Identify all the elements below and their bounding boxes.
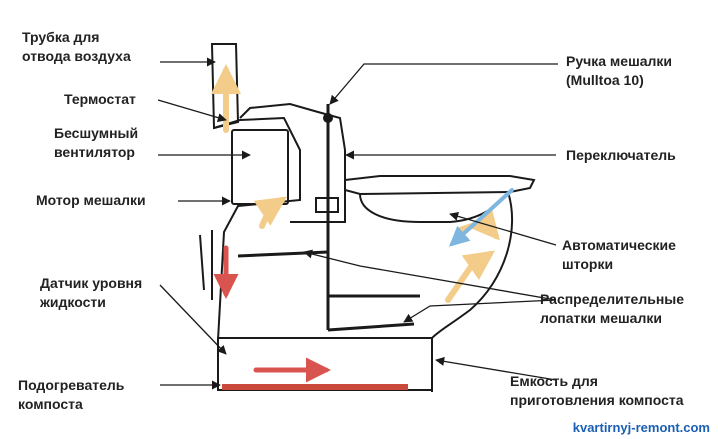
heater-bar	[222, 384, 408, 390]
watermark: kvartirnyj-remont.com	[572, 420, 710, 435]
leader-lines	[157, 57, 558, 390]
heat-arrows	[213, 245, 331, 383]
label-thermostat: Термостат	[64, 91, 136, 107]
label-mixer-motor: Мотор мешалки	[36, 192, 146, 208]
warm-air-arrows	[211, 64, 500, 303]
cool-air-arrows	[449, 188, 514, 247]
label-switch: Переключатель	[566, 147, 676, 163]
label-mixer-handle: Ручка мешалки(Mulltoa 10)	[566, 53, 673, 88]
mixer-handle-knob	[323, 113, 333, 123]
